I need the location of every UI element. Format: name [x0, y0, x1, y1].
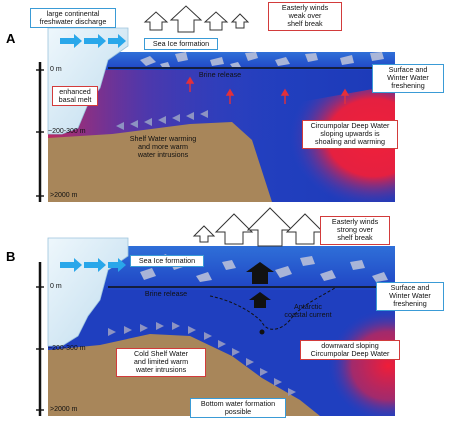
panel-b-depth-surface: 0 m [50, 283, 62, 290]
panel-b-cdw-label: downward sloping Circumpolar Deep Water [300, 340, 400, 361]
panel-a-shelf-water-label: Shelf Water warming and more warm water … [129, 134, 197, 160]
panel-b-outflow-arrows [108, 322, 296, 396]
panel-b-cold-shelf-label: Cold Shelf Water and limited warm water … [116, 348, 206, 377]
panel-b-sinking-arrows [246, 262, 274, 308]
panel-b-surface-label: Surface and Winter Water freshening [376, 282, 444, 311]
panel-a-depth-surface: 0 m [50, 66, 62, 73]
panel-b-winds-label: Easterly winds strong over shelf break [320, 216, 390, 245]
panel-b-letter: B [6, 249, 16, 264]
panel-b-depth-shelf: ~200-300 m [48, 345, 86, 352]
panel-a-ice-floes [140, 52, 384, 67]
panel-b-wind-arrows [192, 207, 325, 247]
panel-a-intrusion-arrows [116, 110, 208, 130]
panel-b-brine-label: Brine release [144, 289, 188, 298]
panel-a-freshwater-arrows [60, 34, 126, 48]
panel-a-sea-ice-label: Sea Ice formation [144, 38, 218, 51]
panel-b-depth-ticks [36, 286, 44, 411]
panel-b-coastal-current-label: Antarctic coastal current [284, 302, 332, 320]
panel-b-bottom-water-label: Bottom water formation possible [190, 398, 286, 419]
panel-a-depth-shelf: ~200-300 m [48, 128, 86, 135]
panel-a-brine-label: Brine release [198, 70, 242, 79]
panel-a-continental-shelf [48, 122, 272, 202]
panel-a-depth-ticks [36, 69, 44, 197]
panel-a-depth-deep: >2000 m [50, 192, 78, 199]
panel-b-sea-ice-label: Sea Ice formation [130, 255, 204, 268]
panel-b-depth-deep: >2000 m [50, 406, 78, 413]
panel-a-basal-melt-label: enhanced basal melt [52, 86, 98, 107]
panel-b-coastal-current-path [209, 287, 336, 330]
panel-a-wind-arrows [143, 5, 250, 33]
panel-a-upwelling-arrows [185, 76, 350, 104]
panel-a-cdw-label: Circumpolar Deep Water sloping upwards i… [302, 120, 398, 149]
panel-a-surface-label: Surface and Winter Water freshening [372, 64, 444, 93]
panel-b-current-marker [259, 329, 265, 335]
panel-a-winds-label: Easterly winds weak over shelf break [268, 2, 342, 31]
panel-a-freshwater-label: large continental freshwater discharge [30, 8, 116, 29]
panel-a-letter: A [6, 31, 16, 46]
panel-b-freshwater-arrows [60, 258, 126, 272]
